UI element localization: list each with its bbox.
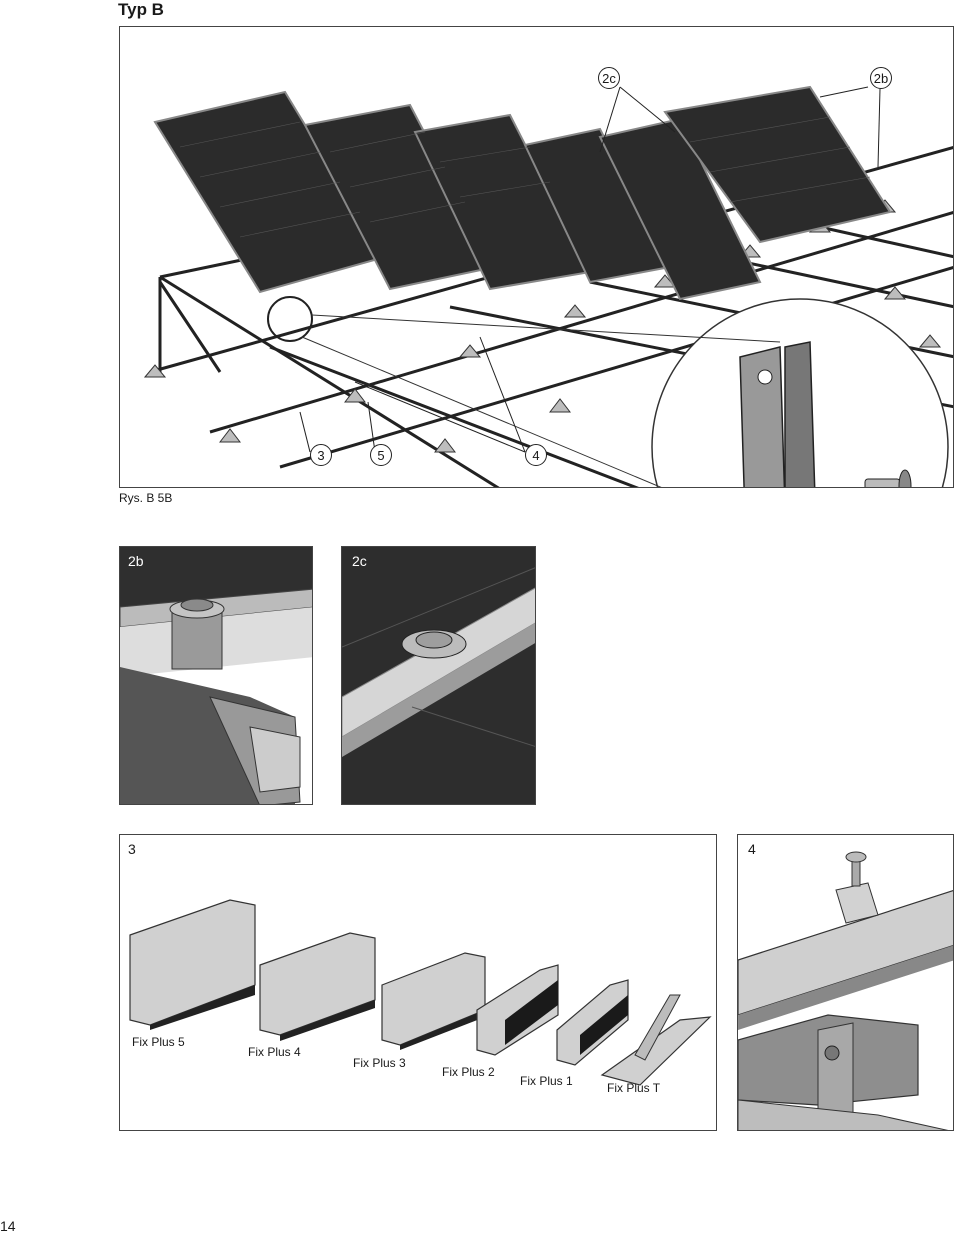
detail-3-label: 3: [128, 841, 136, 857]
page-title: Typ B: [118, 0, 164, 19]
page-number: 14: [0, 1218, 16, 1234]
callout-2c: 2c: [598, 67, 620, 89]
callout-4: 4: [525, 444, 547, 466]
callout-5: 5: [370, 444, 392, 466]
profile-label-fix-plus-5: Fix Plus 5: [132, 1035, 185, 1049]
rail-connector-illustration: [738, 851, 953, 1130]
profile-label-fix-plus-3: Fix Plus 3: [353, 1056, 406, 1070]
solar-array-illustration: [143, 85, 953, 487]
callout-3: 3: [310, 444, 332, 466]
rail-profiles-illustration: [129, 899, 712, 1086]
detail-2b-label: 2b: [128, 553, 144, 569]
detail-3-frame: 3 Fix Plus 5 Fix Plus 4 Fix Plus 3 Fix P…: [119, 834, 717, 1131]
profile-label-fix-plus-t: Fix Plus T: [607, 1081, 661, 1095]
profile-label-fix-plus-1: Fix Plus 1: [520, 1074, 573, 1088]
figure-caption: Rys. B 5B: [119, 491, 173, 505]
middle-clamp-illustration: [342, 547, 535, 804]
detail-2c-frame: 2c: [341, 546, 536, 805]
end-clamp-illustration: [120, 547, 312, 804]
callout-2b: 2b: [870, 67, 892, 89]
detail-2b-frame: 2b: [119, 546, 313, 805]
profile-label-fix-plus-4: Fix Plus 4: [248, 1045, 301, 1059]
detail-4-label: 4: [748, 841, 756, 857]
detail-4-frame: 4: [737, 834, 954, 1131]
profile-label-fix-plus-2: Fix Plus 2: [442, 1065, 495, 1079]
main-figure-frame: 2c 2b 3 5 4: [119, 26, 954, 488]
detail-2c-label: 2c: [352, 553, 367, 569]
